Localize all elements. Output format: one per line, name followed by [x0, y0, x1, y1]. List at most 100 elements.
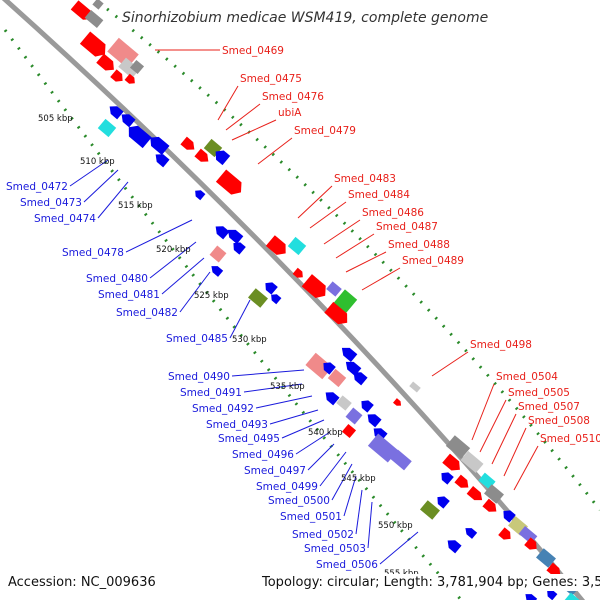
reverse-gene-label: Smed_0500 — [268, 495, 330, 507]
leader-line — [513, 445, 539, 491]
gene-arrow — [373, 428, 388, 442]
leader-line — [83, 169, 119, 203]
leader-line — [379, 531, 419, 565]
reverse-gene-label: Smed_0496 — [232, 449, 294, 461]
gene-arrow — [233, 242, 246, 255]
leader-line — [367, 501, 373, 549]
gene-arrow — [498, 527, 511, 540]
reverse-gene-label: Smed_0492 — [192, 403, 254, 415]
gene-arrow — [305, 352, 333, 380]
gene-arrow — [107, 37, 139, 69]
gene-arrow — [546, 562, 561, 576]
reverse-gene-label: Smed_0480 — [86, 273, 148, 285]
leader-line — [491, 413, 517, 465]
reverse-gene-label: Smed_0499 — [256, 481, 318, 493]
gene-arrow — [248, 288, 268, 308]
gene-arrow — [353, 372, 368, 386]
title-backdrop — [119, 9, 492, 27]
reverse-gene-label: Smed_0485 — [166, 333, 228, 345]
gene-arrow — [361, 400, 374, 413]
leader-line — [323, 219, 361, 245]
reverse-gene-label: Smed_0490 — [168, 371, 230, 383]
gene-arrow — [393, 398, 402, 406]
gene-arrow — [454, 474, 469, 488]
forward-gene-label: Smed_0469 — [222, 45, 284, 57]
reverse-gene-label: Smed_0481 — [98, 289, 160, 301]
gene-arrow — [150, 136, 170, 156]
reverse-gene-label: Smed_0473 — [20, 197, 82, 209]
gene-arrow — [215, 150, 231, 166]
gene-arrow — [420, 500, 440, 520]
reverse-gene-label: Smed_0501 — [280, 511, 342, 523]
leader-line — [243, 383, 303, 393]
gene-arrow — [345, 407, 363, 425]
gene-arrow — [70, 0, 92, 20]
forward-gene-label: Smed_0489 — [402, 255, 464, 267]
reverse-gene-label: Smed_0495 — [218, 433, 280, 445]
gene-arrow — [325, 392, 340, 406]
gene-arrow — [287, 236, 307, 256]
kbp-tick-label: 505 kbp — [38, 114, 73, 124]
leader-line — [281, 419, 325, 439]
accession-text: Accession: NC_009636 — [8, 575, 156, 590]
reverse-gene-label: Smed_0497 — [244, 465, 306, 477]
forward-gene-label: Smed_0476 — [262, 91, 324, 103]
gene-arrow — [367, 433, 399, 463]
forward-gene-label: Smed_0486 — [362, 207, 424, 219]
gene-arrow — [79, 31, 106, 57]
leader-line — [269, 409, 319, 425]
forward-gene-label: Smed_0498 — [470, 339, 532, 351]
gene-arrow — [227, 229, 244, 244]
forward-gene-label: Smed_0484 — [348, 189, 410, 201]
leader-line — [69, 159, 109, 187]
gene-arrow — [84, 10, 104, 28]
leader-line — [309, 201, 347, 229]
gene-arrow — [155, 154, 170, 168]
gene-arrow — [301, 274, 326, 298]
footer-backdrop — [6, 574, 158, 591]
leader-line — [297, 185, 333, 219]
map-title: Sinorhizobium medicae WSM419, complete g… — [122, 10, 488, 26]
leader-line — [231, 369, 305, 377]
forward-gene-label: ubiA — [278, 107, 302, 119]
reverse-gene-label: Smed_0472 — [6, 181, 68, 193]
gene-arrow — [409, 381, 421, 393]
leader-line — [479, 399, 507, 453]
gene-arrow — [109, 106, 124, 120]
gene-arrow — [209, 245, 227, 263]
gene-arrow — [465, 528, 478, 539]
reverse-gene-label: Smed_0503 — [304, 543, 366, 555]
leader-line — [97, 181, 129, 219]
leader-line — [343, 475, 357, 517]
gene-arrow — [441, 472, 454, 485]
gene-arrow — [484, 484, 504, 504]
leader-line — [307, 443, 335, 471]
leader-line — [471, 383, 495, 441]
forward-gene-label: Smed_0479 — [294, 125, 356, 137]
gene-arrow — [341, 423, 357, 439]
gene-arrow — [524, 537, 537, 550]
leader-line — [355, 489, 363, 535]
forward-gene-label: Smed_0483 — [334, 173, 396, 185]
forward-gene-label: Smed_0505 — [508, 387, 570, 399]
reverse-gene-label: Smed_0493 — [206, 419, 268, 431]
forward-gene-label: Smed_0487 — [376, 221, 438, 233]
forward-gene-label: Smed_0488 — [388, 239, 450, 251]
gene-arrow — [482, 498, 497, 512]
kbp-tick-label: 530 kbp — [232, 335, 267, 345]
gene-arrow — [547, 590, 558, 600]
gene-arrow — [211, 266, 224, 277]
leader-line — [431, 351, 469, 377]
kbp-tick-label: 545 kbp — [341, 474, 376, 484]
kbp-tick-label: 510 kbp — [80, 157, 115, 167]
reverse-gene-label: Smed_0491 — [180, 387, 242, 399]
gene-arrow — [195, 190, 206, 201]
reverse-gene-label: Smed_0506 — [316, 559, 378, 571]
kbp-tick-label: 515 kbp — [118, 201, 153, 211]
gene-arrow — [367, 414, 382, 428]
gene-arrow — [445, 435, 471, 459]
gene-arrow — [442, 453, 460, 471]
